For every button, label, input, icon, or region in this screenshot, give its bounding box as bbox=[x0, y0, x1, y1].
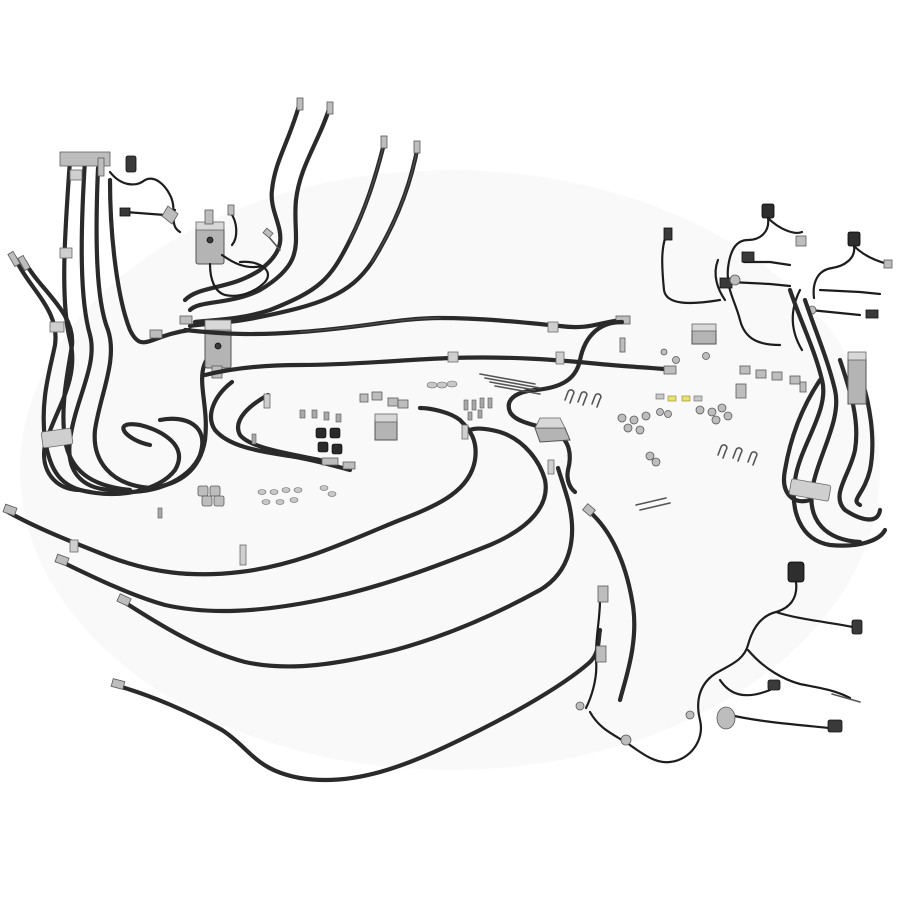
hose-clamp bbox=[788, 478, 832, 502]
hose-end-fitting bbox=[582, 503, 596, 517]
hose-clamp bbox=[49, 321, 65, 333]
hose-fitting bbox=[179, 315, 193, 325]
bolt bbox=[251, 433, 257, 445]
hose-fitting bbox=[342, 461, 356, 470]
hose-end-fitting bbox=[413, 140, 421, 154]
small-parts bbox=[157, 323, 807, 519]
hose-end-fitting bbox=[110, 678, 126, 690]
yellow-labels bbox=[655, 393, 703, 402]
wire-plug bbox=[161, 205, 179, 225]
p-clip-set-upper bbox=[564, 389, 602, 408]
bushing-set bbox=[315, 427, 343, 455]
bottom-right-harness bbox=[575, 561, 863, 764]
hose-end-fitting bbox=[663, 365, 677, 375]
hose-clamp bbox=[547, 459, 555, 475]
bolt-set bbox=[299, 397, 493, 423]
hose-clamp bbox=[69, 169, 83, 181]
hose-clamp bbox=[547, 321, 559, 333]
washer-set bbox=[257, 380, 458, 505]
long-hoses bbox=[2, 315, 677, 783]
hose-end-fitting bbox=[2, 503, 18, 517]
hose-end-fitting bbox=[296, 97, 304, 111]
hose-fitting bbox=[262, 227, 274, 239]
bracket-plate bbox=[534, 417, 571, 443]
connector bbox=[119, 207, 131, 217]
hose-fitting bbox=[227, 204, 235, 216]
hose-fitting bbox=[149, 329, 163, 339]
mounting-bracket bbox=[59, 151, 111, 167]
valve-block bbox=[195, 209, 225, 265]
hose-clamp bbox=[40, 427, 74, 449]
small-block bbox=[374, 413, 398, 441]
right-harness bbox=[661, 203, 893, 548]
elbow-fittings bbox=[619, 337, 807, 399]
hose-clamp bbox=[461, 424, 469, 440]
hose-end-fitting bbox=[380, 135, 388, 149]
hose-clamp bbox=[555, 351, 565, 365]
hose-end-fitting bbox=[54, 553, 70, 567]
hose-clamp bbox=[69, 539, 79, 553]
long-bolt-set bbox=[479, 373, 541, 395]
hose-clamp bbox=[447, 351, 459, 363]
hose-end-fitting bbox=[116, 593, 132, 607]
top-left-harness bbox=[7, 97, 421, 497]
adapter-block bbox=[691, 323, 717, 345]
bracket-set bbox=[359, 391, 409, 409]
clip-pair-set bbox=[197, 485, 225, 507]
temperature-sender bbox=[716, 706, 736, 730]
bottom-connectors bbox=[575, 585, 863, 746]
fitting-cluster bbox=[617, 348, 733, 467]
hose-end-fitting bbox=[17, 254, 31, 272]
hose-clamp bbox=[263, 393, 271, 409]
bolt bbox=[157, 507, 163, 519]
pin-set bbox=[635, 497, 671, 511]
connector bbox=[125, 155, 137, 173]
hose-clamp bbox=[59, 247, 73, 259]
sensor-unit bbox=[787, 561, 805, 583]
hose-end-fitting bbox=[326, 101, 334, 115]
hose-end-fitting bbox=[615, 315, 631, 325]
hose-end-fitting bbox=[7, 250, 21, 268]
right-valve-block bbox=[847, 351, 867, 405]
hose-clamp bbox=[239, 544, 247, 566]
hose-fitting bbox=[321, 457, 339, 466]
hose-fitting bbox=[97, 157, 105, 177]
p-clip-set-lower bbox=[717, 444, 758, 466]
